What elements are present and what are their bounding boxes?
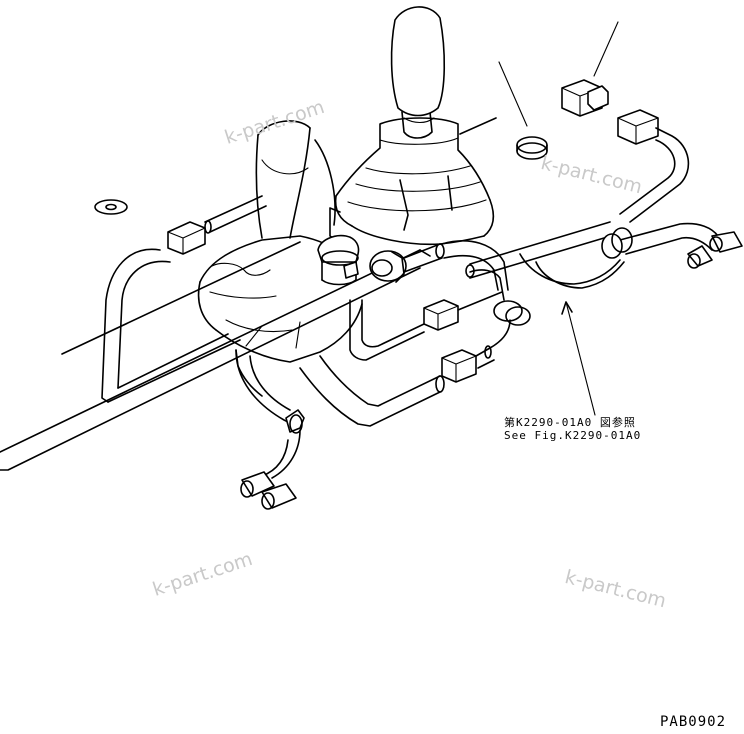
- shift-lever-boot: [329, 117, 497, 251]
- leader-lines: [498, 21, 619, 416]
- right-harness: [469, 221, 743, 289]
- callout-english-line: See Fig.K2290-01A0: [504, 429, 642, 442]
- figure-reference-callout: 第K2290-01A0 図参照 See Fig.K2290-01A0: [504, 416, 641, 442]
- callout-japanese-line: 第K2290-01A0 図参照: [504, 416, 636, 429]
- middle-connectors: [423, 264, 531, 383]
- floor-cables: [235, 299, 445, 427]
- bottom-harness: [235, 349, 305, 510]
- lamp-socket: [317, 234, 360, 286]
- top-right-connectors: [561, 79, 690, 223]
- left-connector: [167, 195, 267, 255]
- round-plug: [369, 240, 509, 291]
- left-harness: [101, 248, 241, 403]
- washer: [94, 199, 128, 215]
- cap-grommet: [516, 136, 548, 160]
- frame-plate: [0, 241, 431, 471]
- drawing-code: PAB0902: [660, 714, 727, 730]
- shift-knob: [390, 6, 446, 139]
- rear-lever: [255, 120, 336, 239]
- boot-cover: [197, 235, 363, 363]
